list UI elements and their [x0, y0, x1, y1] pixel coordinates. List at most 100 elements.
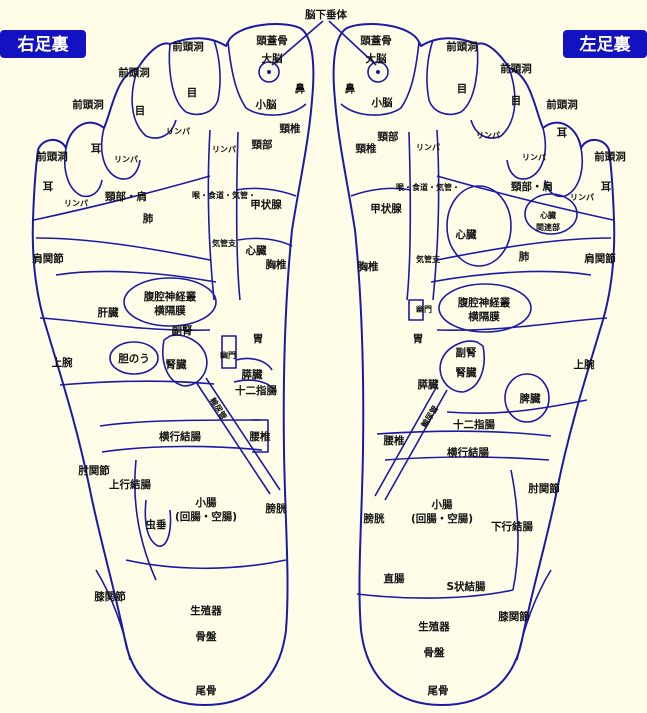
rf-elbow: 肘関節 [78, 464, 110, 477]
lf-pelvis: 骨盤 [424, 646, 445, 659]
rf-cervical: 頸椎 [280, 122, 301, 135]
lf-lymph-1: リンパ [416, 142, 440, 152]
right-foot-tab: 右足裏 [0, 30, 86, 58]
rf-thoracic: 胸椎 [266, 258, 287, 271]
lf-knee: 膝関節 [498, 610, 530, 623]
lf-reproductive: 生殖器 [418, 620, 450, 633]
lf-duodenum: 十二指腸 [453, 418, 495, 431]
lf-heart-joint: 関連部 [536, 222, 560, 232]
lf-adrenal: 副腎 [456, 346, 477, 359]
lf-shoulder-joint: 肩関節 [584, 252, 616, 265]
lf-ear-small: 耳 [557, 127, 568, 139]
lf-ileum-jejunum: (回腸・空腸) [411, 512, 473, 525]
rf-nose: 鼻 [295, 82, 306, 95]
rf-ascending-colon: 上行結腸 [109, 478, 151, 491]
rf-knee: 膝関節 [94, 590, 126, 603]
rf-appendix: 虫垂 [146, 518, 167, 531]
lf-pylorus: 幽門 [416, 304, 432, 314]
lf-ureter: 輸尿管 [419, 404, 440, 430]
lf-rectum: 直腸 [384, 572, 405, 585]
lf-lung: 肺 [519, 250, 530, 263]
rf-kidney: 腎臓 [166, 358, 187, 371]
lf-descending-colon: 下行結腸 [491, 520, 533, 533]
lf-kidney: 腎臓 [456, 366, 477, 379]
rf-eye-1: 目 [187, 87, 198, 99]
lf-transverse-colon: 横行結腸 [447, 446, 489, 459]
rf-sinus-3: 前頭洞 [72, 98, 104, 111]
left-foot [334, 24, 615, 705]
lf-sinus-1: 前頭洞 [446, 40, 478, 53]
lf-neck: 頸部 [378, 130, 399, 143]
lf-celiac: 腹腔神経叢 [458, 296, 511, 309]
lf-heart: 心臓 [456, 228, 477, 241]
rf-cerebellum: 小脳 [255, 98, 277, 111]
rf-ileum-jejunum: (回腸・空腸) [175, 510, 237, 523]
rf-upper-arm: 上腕 [52, 356, 73, 369]
rf-lumbar: 腰椎 [249, 430, 271, 443]
rf-eye-2: 目 [135, 105, 146, 117]
lf-upper-arm: 上腕 [574, 358, 595, 371]
rf-cerebrum: 大脳 [262, 52, 283, 65]
rf-sinus-2: 前頭洞 [118, 66, 150, 79]
lf-lymph-3: リンパ [522, 152, 546, 162]
lf-throat-1: 喉・食道・気管・ [396, 182, 460, 192]
right-foot-tab-label: 右足裏 [18, 34, 70, 55]
rf-pelvis: 骨盤 [196, 630, 217, 643]
rf-gallbladder: 胆のう [118, 353, 150, 365]
rf-lymph-1: リンパ [166, 126, 190, 136]
rf-lymph-4: リンパ [212, 144, 236, 154]
lf-thoracic: 胸椎 [358, 260, 379, 273]
rf-transverse-colon: 横行結腸 [159, 430, 201, 443]
rf-small-intestine: 小腸 [195, 496, 217, 509]
rf-neck-shoulder: 頸部・肩 [105, 190, 147, 203]
lf-eye-2: 目 [511, 95, 522, 107]
rf-sinus-1: 前頭洞 [172, 40, 204, 53]
rf-liver: 肝臓 [98, 306, 119, 319]
lf-sinus-2: 前頭洞 [500, 62, 532, 75]
lf-diaphragm: 横隔膜 [468, 310, 500, 323]
lf-skull: 頭蓋骨 [360, 34, 392, 47]
rf-shoulder-joint: 肩関節 [32, 252, 64, 265]
rf-thyroid: 甲状腺 [250, 198, 282, 211]
lf-throat-2: 気管支 [416, 254, 441, 264]
lf-spleen: 脾臓 [520, 392, 541, 405]
right-foot-labels: 前頭洞 前頭洞 前頭洞 前頭洞 頭蓋骨 大脳 小脳 鼻 目 目 耳 耳 リンパ … [32, 34, 306, 697]
rf-diaphragm: 横隔膜 [154, 304, 186, 317]
rf-celiac: 腹腔神経叢 [144, 290, 197, 303]
lf-pancreas: 膵臓 [418, 378, 439, 391]
rf-adrenal: 副腎 [172, 324, 193, 337]
lf-sinus-3: 前頭洞 [546, 98, 578, 111]
lf-sinus-4: 前頭洞 [594, 150, 626, 163]
lf-cervical: 頸椎 [356, 142, 377, 155]
rf-lymph-2: リンパ [114, 154, 138, 164]
lf-thyroid: 甲状腺 [370, 202, 402, 215]
left-foot-tab-label: 左足裏 [580, 34, 632, 55]
lf-bladder: 膀胱 [363, 512, 385, 525]
lf-nose: 鼻 [345, 82, 356, 95]
lf-lumbar: 腰椎 [383, 434, 405, 447]
rf-tailbone: 尾骨 [196, 685, 217, 697]
lf-small-intestine: 小腸 [431, 498, 453, 511]
rf-stomach: 胃 [253, 333, 264, 345]
rf-bladder: 膀胱 [265, 502, 287, 515]
lf-lymph-2: リンパ [476, 130, 500, 140]
rf-ear: 耳 [91, 143, 102, 155]
rf-throat-2: 気管支 [212, 238, 237, 248]
pituitary-label: 脳下垂体 [305, 8, 347, 21]
left-foot-tab: 左足裏 [563, 30, 647, 58]
rf-ear-small: 耳 [43, 181, 54, 193]
lf-ear: 耳 [601, 181, 612, 193]
lf-heart-small: 心臓 [540, 210, 556, 220]
rf-duodenum: 十二指腸 [235, 384, 277, 397]
lf-lymph-4: リンパ [570, 192, 594, 202]
rf-lung: 肺 [143, 212, 154, 225]
lf-elbow: 肘関節 [528, 482, 560, 495]
lf-neck-shoulder: 頸部・肩 [511, 180, 553, 193]
lf-cerebellum: 小脳 [371, 96, 393, 109]
rf-lymph-3: リンパ [64, 198, 88, 208]
lf-cerebrum: 大脳 [366, 52, 387, 65]
lf-stomach: 胃 [413, 333, 424, 345]
rf-reproductive: 生殖器 [190, 604, 222, 617]
rf-pancreas: 膵臓 [242, 368, 263, 381]
